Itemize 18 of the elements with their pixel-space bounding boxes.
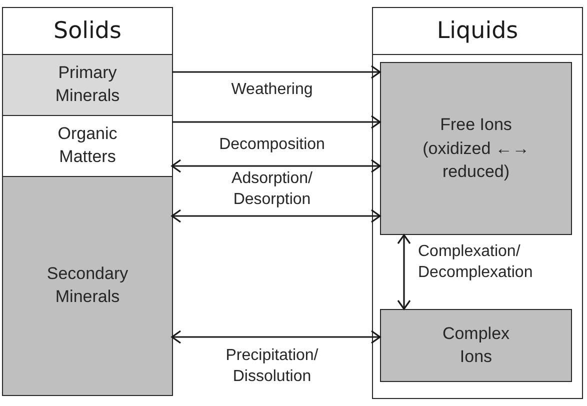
- arrow: [172, 115, 381, 129]
- category-box: [380, 309, 572, 382]
- category-box: [380, 62, 572, 235]
- double-arrow: [397, 234, 411, 310]
- node-label: Free Ions (oxidized ←→ reduced): [422, 114, 530, 184]
- node-label: Secondary Minerals: [46, 263, 128, 308]
- column-panel: [372, 7, 583, 399]
- column-panel: [2, 7, 173, 396]
- node-label: Complex Ions: [442, 322, 510, 368]
- column-header: Liquids: [373, 8, 582, 55]
- node-label: Organic Matters: [58, 123, 118, 168]
- category-box: [3, 55, 172, 115]
- category-box: [3, 176, 172, 395]
- node-label: Primary Minerals: [55, 62, 120, 107]
- double-arrow: [171, 209, 381, 223]
- arrow: [172, 65, 381, 79]
- double-arrow: [171, 330, 381, 344]
- double-arrow: [171, 159, 381, 173]
